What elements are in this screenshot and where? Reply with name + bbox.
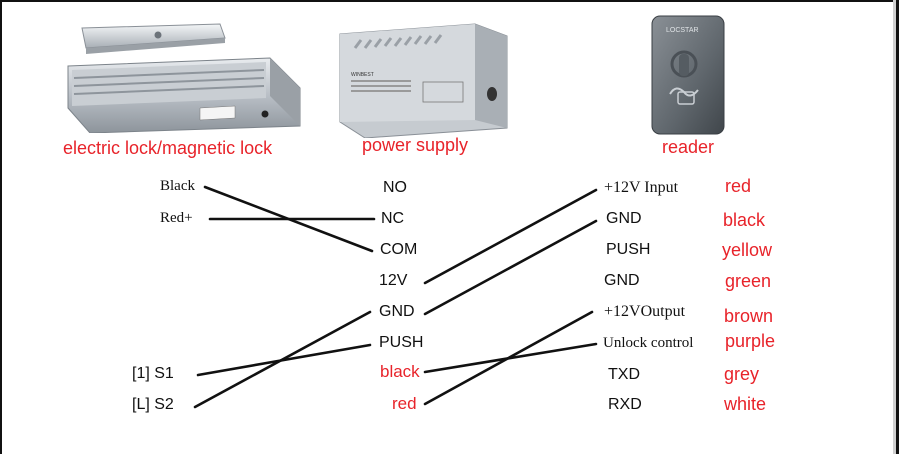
magnetic-lock-image [67,23,301,133]
reader-rxd: RXD [608,396,642,413]
window-left-border [0,0,2,454]
wire-red-to-12v-output [423,310,594,406]
window-right-border [896,0,899,454]
reader-color-brown: brown [724,306,774,326]
terminal-no: NO [383,179,407,196]
power-brand-text: WINBEST [351,72,374,78]
reader-12v-input: +12V Input [604,179,679,196]
terminal-push: PUSH [379,334,424,351]
terminal-12v: 12V [379,272,408,289]
window-top-border [0,0,899,2]
reader-color-red: red [725,176,752,196]
exit-button-s1-label: [1] S1 [132,365,174,382]
lock-armature-plate [81,23,226,54]
reader-color-green: green [725,271,772,291]
lock-black-wire-label: Black [160,178,195,194]
power-supply-image: WINBEST [339,23,508,138]
terminal-black: black [380,362,420,381]
reader-gnd-1: GND [606,210,642,227]
reader-caption: reader [662,137,715,157]
reader-color-white: white [724,394,767,414]
reader-brand-text: LOCSTAR [666,27,699,34]
reader-push: PUSH [606,241,651,258]
terminal-com: COM [380,241,418,258]
power-supply-caption: power supply [362,135,469,155]
reader-12v-output: +12VOutput [604,303,686,320]
reader-color-black: black [723,210,766,230]
reader-txd: TXD [608,366,640,383]
reader-unlock-control: Unlock control [603,335,694,351]
terminal-nc: NC [381,210,405,227]
lock-red-wire-label: Red+ [160,210,193,226]
wire-12v-to-reader-input [423,188,598,285]
wire-s2-to-gnd [193,310,372,409]
reader-color-grey: grey [724,364,760,384]
terminal-gnd: GND [379,303,415,320]
reader-gnd-2: GND [604,272,640,289]
lock-body [67,57,301,133]
window-right-shadow [893,0,896,454]
exit-button-s2-label: [L] S2 [132,396,174,413]
wire-gnd-to-reader-gnd [423,219,598,316]
terminal-red: red [392,394,417,413]
lock-caption: electric lock/magnetic lock [63,138,273,158]
reader-color-yellow: yellow [722,240,773,260]
reader-color-purple: purple [725,331,776,351]
card-reader-image: LOCSTAR [651,15,725,135]
